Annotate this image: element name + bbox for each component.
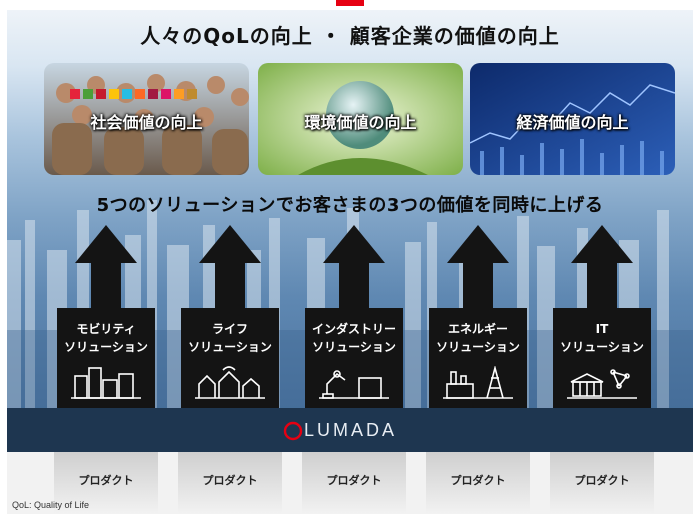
environmental-value-card: 環境価値の向上 (258, 63, 463, 175)
sdg-icon (161, 89, 171, 99)
product-label: プロダクト (78, 474, 134, 487)
product-label: プロダクト (326, 474, 382, 487)
economic-value-label: 経済価値の向上 (516, 113, 629, 132)
arrow-up-icon (75, 225, 137, 263)
arrow-up-icon (447, 225, 509, 263)
arrow-shaft (463, 262, 493, 310)
economic-value-card: 経済価値の向上 (470, 63, 675, 175)
solution-suffix: ソリューション (64, 340, 148, 354)
platform-band (7, 408, 693, 452)
product-label: プロダクト (450, 474, 506, 487)
page-title: 人々のQoLの向上 ・ 顧客企業の価値の向上 (140, 24, 560, 48)
solution-name: IT (595, 322, 609, 336)
brand-accent-bar (336, 0, 364, 6)
sdg-icon (70, 89, 80, 99)
network-bank-icon (567, 369, 637, 399)
headline: 5つのソリューションでお客さまの3つの価値を同時に上げる (96, 195, 604, 216)
social-value-label: 社会価値の向上 (90, 113, 203, 132)
power-plant-icon (443, 366, 513, 399)
sdg-icon (109, 89, 119, 99)
product-box: プロダクト (426, 452, 530, 514)
it-solution-box: IT ソリューション (553, 308, 651, 412)
industry-solution-box: インダストリーソリューション (305, 308, 403, 412)
arrow-up-icon (323, 225, 385, 263)
solution-suffix: ソリューション (188, 340, 272, 354)
sdg-icon (135, 89, 145, 99)
platform-name: LUMADA (304, 420, 398, 440)
energy-solution-box: エネルギーソリューション (429, 308, 527, 412)
arrow-up-icon (571, 225, 633, 263)
product-label: プロダクト (574, 474, 630, 487)
houses-icon (195, 366, 265, 399)
sdg-icon (96, 89, 106, 99)
solution-suffix: ソリューション (436, 340, 520, 354)
environmental-value-label: 環境価値の向上 (304, 113, 417, 132)
sdg-icon (148, 89, 158, 99)
robot-arm-factory-icon (319, 370, 389, 399)
solution-suffix: ソリューション (312, 340, 396, 354)
solution-name: モビリティ (76, 322, 136, 336)
arrow-shaft (339, 262, 369, 310)
stock-chart-image (470, 63, 675, 175)
solution-name: ライフ (211, 322, 248, 336)
sdg-icon (187, 89, 197, 99)
product-box: プロダクト (550, 452, 654, 514)
product-box: プロダクト (302, 452, 406, 514)
life-solution-box: ライフソリューション (181, 308, 279, 412)
product-label: プロダクト (202, 474, 258, 487)
arrow-shaft (215, 262, 245, 310)
mobility-solution-box: モビリティソリューション (57, 308, 155, 412)
earth-globe-image (258, 63, 463, 175)
product-box: プロダクト (54, 452, 158, 514)
sdg-icon (122, 89, 132, 99)
sdg-icon (174, 89, 184, 99)
arrow-up-icon (199, 225, 261, 263)
solution-name: インダストリー (311, 322, 396, 336)
sdg-icon (83, 89, 93, 99)
arrow-shaft (587, 262, 617, 310)
footnote: QoL: Quality of Life (12, 500, 90, 510)
city-buildings-icon (71, 367, 141, 399)
product-box: プロダクト (178, 452, 282, 514)
solution-name: エネルギー (447, 322, 508, 336)
social-value-card: 社会価値の向上 (44, 63, 249, 175)
arrow-shaft (91, 262, 121, 310)
solution-suffix: ソリューション (560, 340, 644, 354)
lumada-logo-icon (283, 421, 303, 441)
